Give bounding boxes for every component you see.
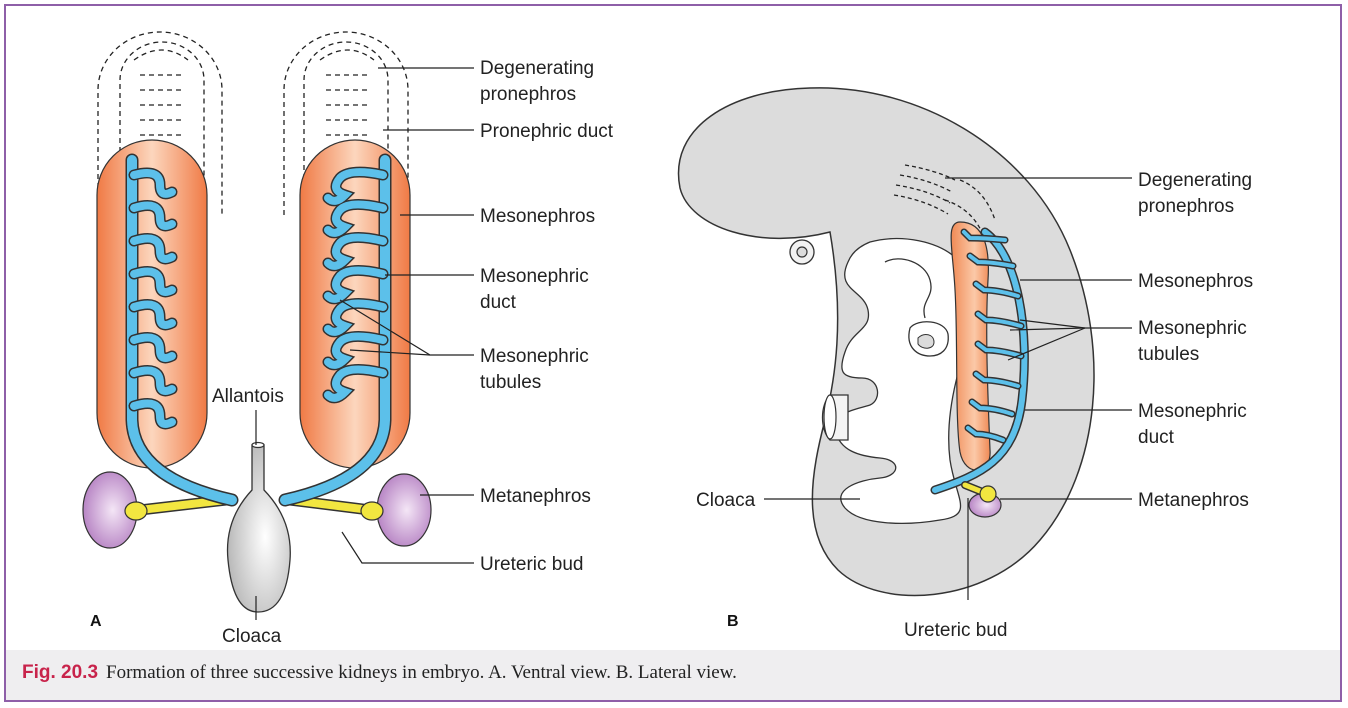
label-b-mesonephric-duct-2: duct <box>1138 427 1175 448</box>
label-a-allantois: Allantois <box>212 386 284 407</box>
panel-a-letter: A <box>90 613 102 630</box>
label-b-degenerating-pronephros-1: Degenerating <box>1138 170 1252 191</box>
figure-caption: Fig. 20.3 Formation of three successive k… <box>22 662 737 684</box>
ureteric-bud-left <box>125 500 226 520</box>
label-b-mesonephric-duct-1: Mesonephric <box>1138 401 1247 422</box>
kidney-development-diagram: Degenerating pronephros Pronephric duct … <box>0 0 1348 650</box>
metanephros-right <box>377 474 431 546</box>
label-b-cloaca: Cloaca <box>696 490 756 511</box>
label-a-metanephros: Metanephros <box>480 486 591 507</box>
panel-b-letter: B <box>727 613 739 630</box>
label-b-mesonephric-tubules-2: tubules <box>1138 344 1199 365</box>
panel-a: Degenerating pronephros Pronephric duct … <box>83 32 614 647</box>
label-b-mesonephros: Mesonephros <box>1138 271 1253 292</box>
embryo-yolk-stalk-end <box>824 395 836 439</box>
label-a-degenerating-pronephros-2: pronephros <box>480 84 576 105</box>
label-b-metanephros: Metanephros <box>1138 490 1249 511</box>
label-b-degenerating-pronephros-2: pronephros <box>1138 196 1234 217</box>
label-a-pronephric-duct: Pronephric duct <box>480 121 614 142</box>
label-a-mesonephric-duct-2: duct <box>480 292 517 313</box>
label-a-degenerating-pronephros-1: Degenerating <box>480 58 594 79</box>
label-a-mesonephros: Mesonephros <box>480 206 595 227</box>
caption-text: Formation of three successive kidneys in… <box>106 662 737 683</box>
figure-label: Fig. 20.3 <box>22 662 98 683</box>
panel-b: Degenerating pronephros Mesonephros Meso… <box>679 88 1254 641</box>
label-a-mesonephric-tubules-1: Mesonephric <box>480 346 589 367</box>
label-a-ureteric-bud: Ureteric bud <box>480 554 584 575</box>
cloaca-allantois <box>228 443 291 613</box>
label-b-mesonephric-tubules-1: Mesonephric <box>1138 318 1247 339</box>
label-a-cloaca: Cloaca <box>222 626 282 647</box>
label-b-ureteric-bud: Ureteric bud <box>904 620 1008 641</box>
embryo-heart-inner <box>918 335 934 349</box>
label-a-mesonephric-tubules-2: tubules <box>480 372 541 393</box>
embryo-eye-inner <box>797 247 807 257</box>
label-a-mesonephric-duct-1: Mesonephric <box>480 266 589 287</box>
ureteric-bud-right <box>290 500 383 520</box>
